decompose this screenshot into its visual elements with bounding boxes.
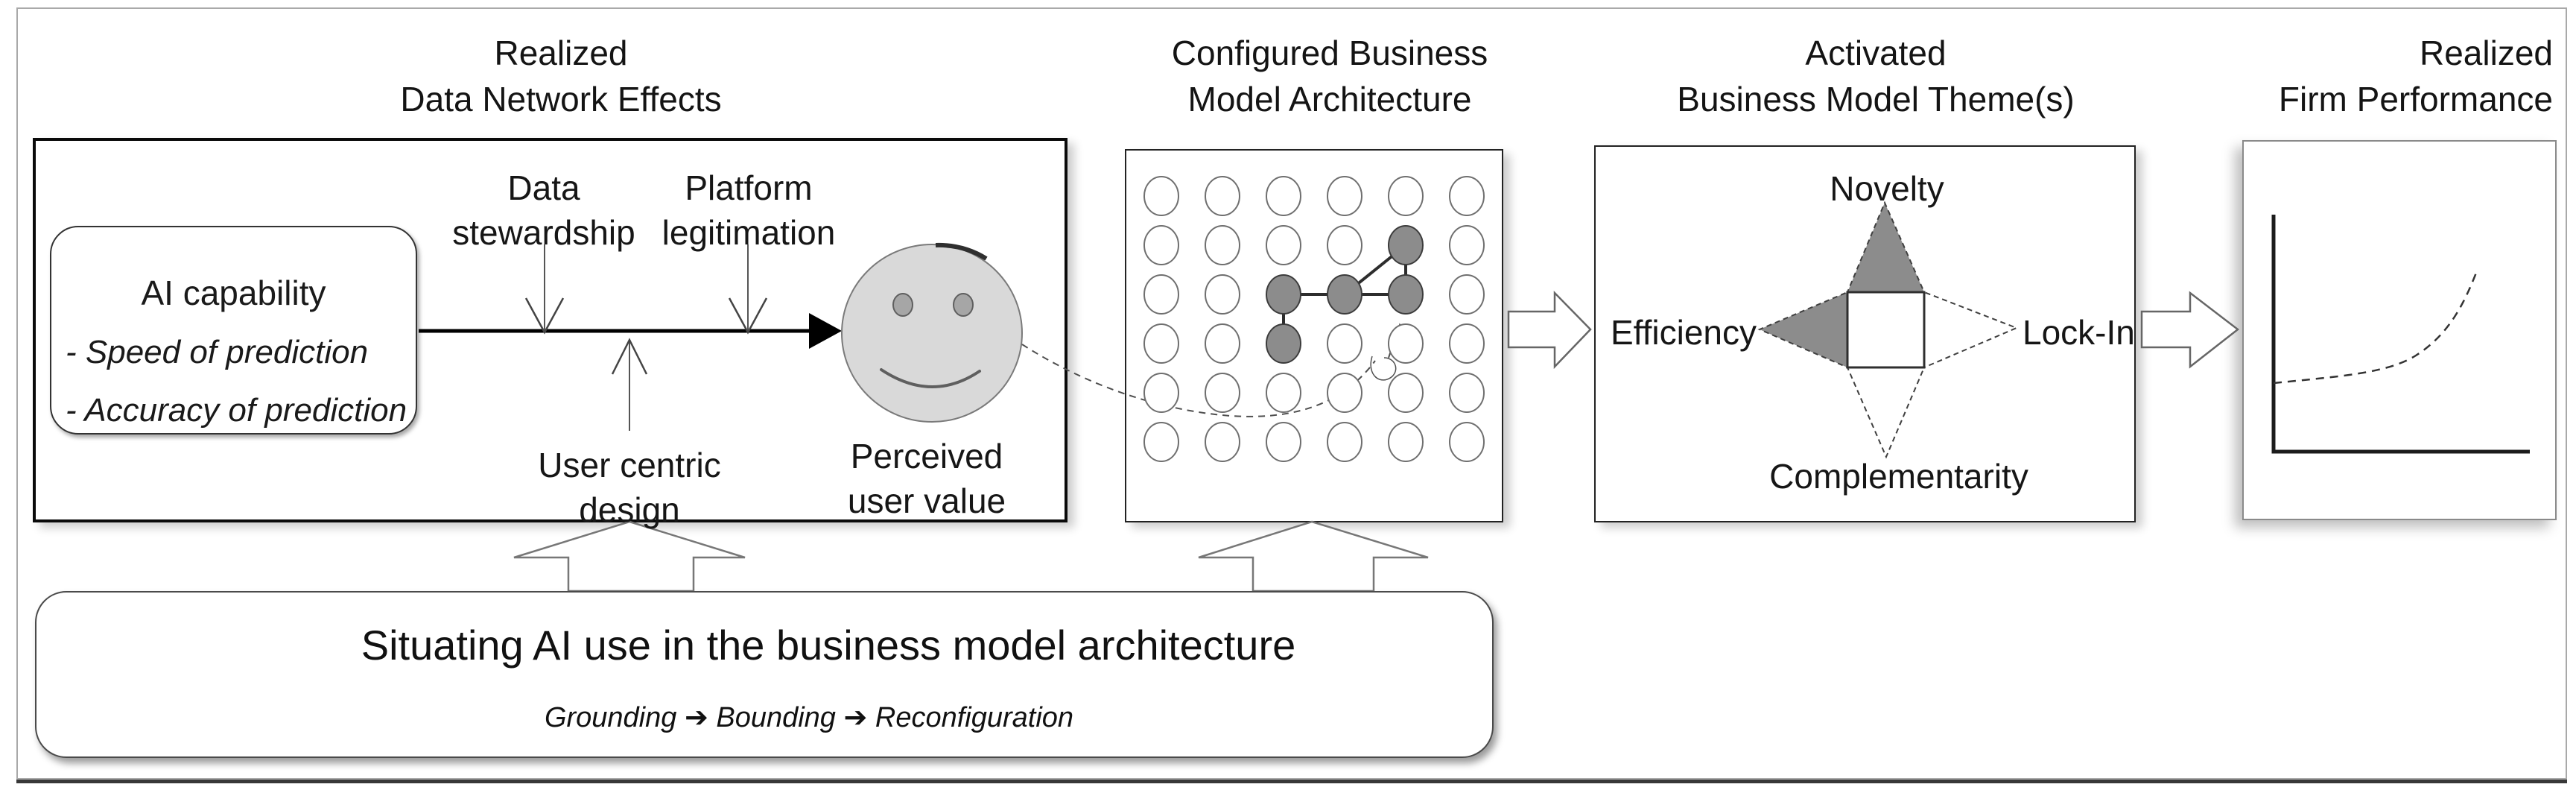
figure-bottom-rule — [16, 780, 2567, 783]
ai-capability-item: - Speed of prediction — [66, 334, 369, 370]
lock-in-label: Lock-In — [2023, 313, 2135, 352]
label-line: Data — [507, 168, 580, 207]
label-line: legitimation — [662, 213, 836, 252]
label-line: user value — [847, 481, 1006, 520]
heading-line: Activated — [1805, 34, 1947, 72]
ai-capability-box — [50, 226, 417, 435]
heading-line: Model Architecture — [1187, 80, 1472, 119]
label-line: Perceived — [850, 437, 1003, 476]
situating-title: Situating AI use in the business model a… — [361, 622, 1296, 669]
label-line: User centric — [538, 446, 721, 484]
novelty-label: Novelty — [1830, 169, 1944, 208]
panel-firm-performance — [2242, 140, 2557, 520]
data-stewardship-label: Data stewardship — [452, 165, 635, 255]
heading-data-network-effects: Realized Data Network Effects — [400, 30, 721, 122]
situating-box — [35, 591, 1494, 758]
heading-line: Realized — [494, 34, 628, 72]
ai-capability-title: AI capability — [141, 274, 326, 312]
heading-line: Business Model Theme(s) — [1677, 80, 2075, 119]
efficiency-label: Efficiency — [1610, 313, 1757, 352]
label-line: Platform — [685, 168, 813, 207]
panel-business-model-architecture — [1125, 149, 1503, 522]
situating-process: Grounding ➔ Bounding ➔ Reconfiguration — [544, 702, 1074, 733]
heading-line: Configured Business — [1171, 34, 1488, 72]
heading-business-model-themes: Activated Business Model Theme(s) — [1677, 30, 2074, 122]
platform-legitimation-label: Platform legitimation — [662, 165, 836, 255]
ai-capability-item: - Accuracy of prediction — [66, 392, 407, 429]
user-centric-design-label: User centric design — [538, 443, 720, 532]
label-line: stewardship — [452, 213, 635, 252]
heading-firm-performance: Realized Firm Performance — [2279, 30, 2553, 122]
heading-business-model-architecture: Configured Business Model Architecture — [1172, 30, 1488, 122]
perceived-user-value-label: Perceived user value — [848, 434, 1006, 523]
heading-line: Realized — [2420, 34, 2553, 72]
label-line: design — [579, 490, 680, 529]
heading-line: Firm Performance — [2278, 80, 2553, 119]
heading-line: Data Network Effects — [400, 80, 722, 119]
complementarity-label: Complementarity — [1769, 457, 2028, 496]
